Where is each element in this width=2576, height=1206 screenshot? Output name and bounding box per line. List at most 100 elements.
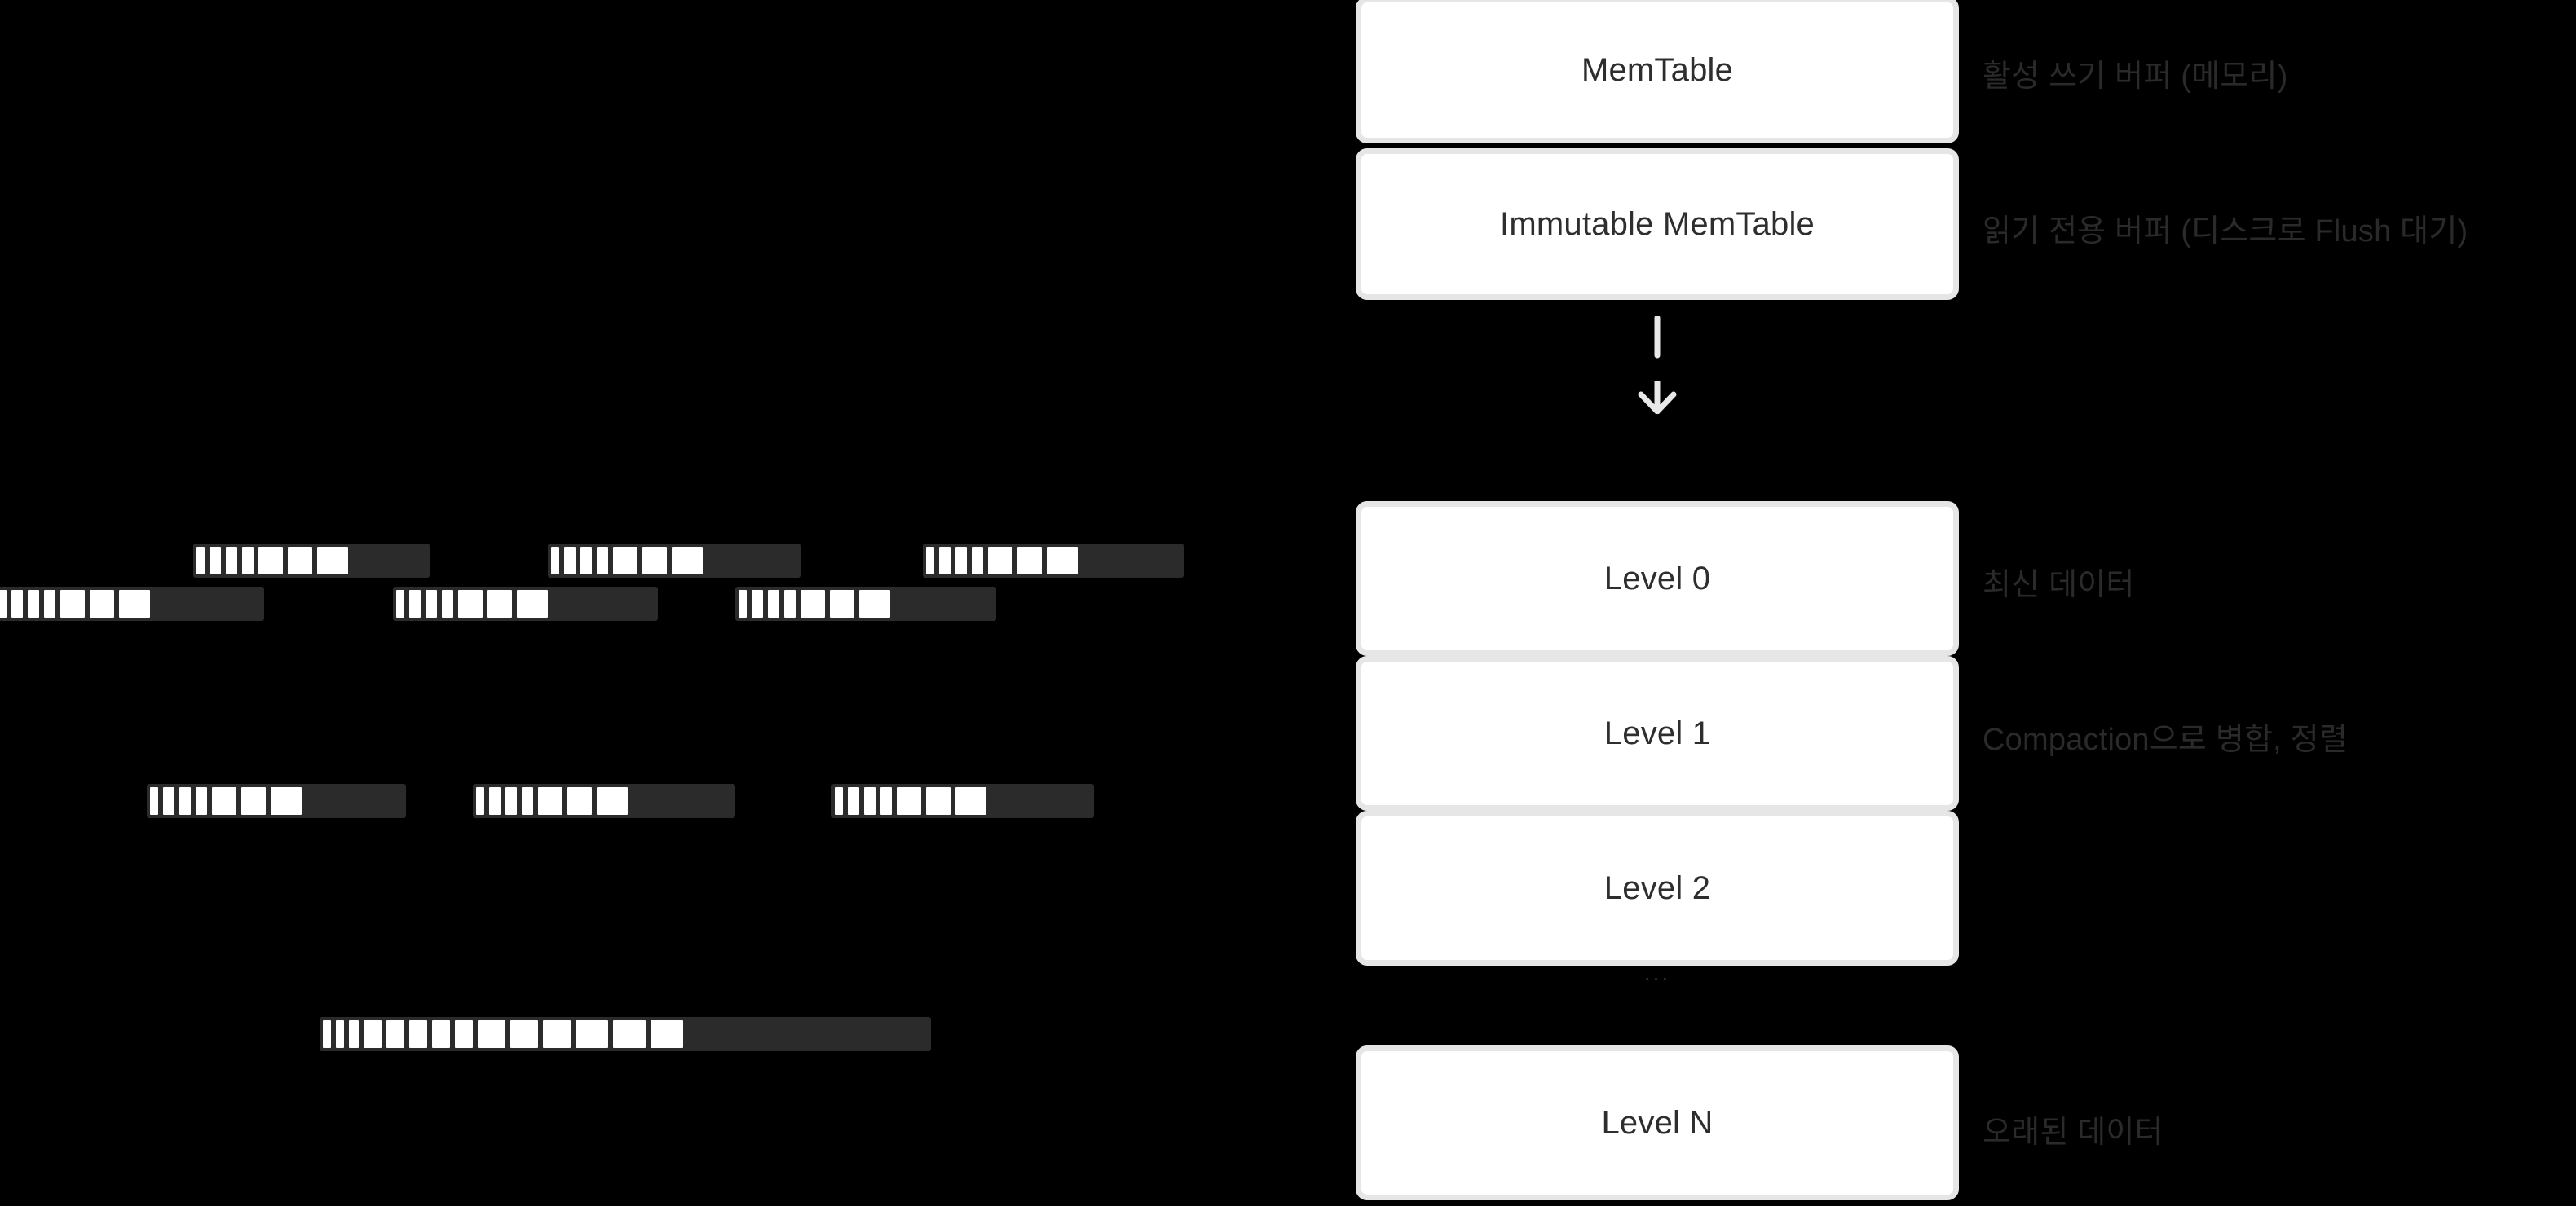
- sstable-block: [11, 590, 23, 618]
- sstable-bar: [831, 784, 1094, 818]
- sstable-block: [926, 547, 934, 574]
- sstable-block: [538, 787, 562, 815]
- sstable-block: [672, 547, 703, 574]
- sstable-block: [597, 787, 628, 815]
- lsm-box-level-1-label: Level 1: [1603, 715, 1711, 751]
- sstable-block: [522, 787, 533, 815]
- sstable-block: [476, 787, 484, 815]
- sstable-block: [955, 547, 967, 574]
- sstable-block: [768, 590, 779, 618]
- sstable-block: [210, 547, 221, 574]
- sstable-block: [988, 547, 1012, 574]
- sstable-block: [323, 1020, 331, 1048]
- sstable-block: [196, 787, 207, 815]
- sstable-block: [489, 787, 501, 815]
- sstable-block: [0, 590, 7, 618]
- sstable-block: [597, 547, 608, 574]
- sstable-block: [801, 590, 825, 618]
- sstable-block: [196, 547, 205, 574]
- sstable-block: [163, 787, 174, 815]
- sstable-block: [939, 547, 951, 574]
- sstable-block: [897, 787, 921, 815]
- sstable-block: [426, 590, 437, 618]
- sstable-block: [567, 787, 592, 815]
- sstable-block: [317, 547, 348, 574]
- flush-down-arrow-icon: [1638, 316, 1677, 414]
- sstable-bar: [393, 587, 658, 621]
- lsm-box-memtable-label: MemTable: [1581, 51, 1734, 88]
- sstable-block: [458, 590, 483, 618]
- sstable-block: [1047, 547, 1078, 574]
- sstable-block: [241, 787, 266, 815]
- lsm-box-immutable-memtable-label: Immutable MemTable: [1500, 205, 1815, 242]
- sstable-block: [258, 547, 283, 574]
- lsm-box-level-2[interactable]: Level 2: [1356, 811, 1959, 966]
- sstable-block: [212, 787, 236, 815]
- sstable-block: [44, 590, 55, 618]
- annotation-immutable-memtable: 읽기 전용 버퍼 (디스크로 Flush 대기): [1983, 214, 2468, 249]
- lsm-box-level-1[interactable]: Level 1: [1356, 656, 1959, 811]
- sstable-block: [580, 547, 592, 574]
- sstable-block: [409, 590, 421, 618]
- sstable-block: [972, 547, 983, 574]
- annotation-memtable: 활성 쓰기 버퍼 (메모리): [1983, 59, 2288, 94]
- sstable-block: [576, 1020, 608, 1048]
- sstable-field: [0, 0, 1223, 1206]
- lsm-box-immutable-memtable[interactable]: Immutable MemTable: [1356, 148, 1959, 300]
- sstable-block: [271, 787, 302, 815]
- sstable-block: [226, 547, 237, 574]
- annotation-level-1: Compaction으로 병합, 정렬: [1983, 723, 2348, 757]
- sstable-block: [859, 590, 890, 618]
- lsm-box-level-0[interactable]: Level 0: [1356, 501, 1959, 656]
- sstable-block: [830, 590, 854, 618]
- sstable-block: [179, 787, 191, 815]
- lsm-box-level-n-label: Level N: [1601, 1104, 1714, 1141]
- sstable-block: [835, 787, 843, 815]
- sstable-block: [739, 590, 747, 618]
- sstable-block: [119, 590, 150, 618]
- sstable-block: [551, 547, 559, 574]
- sstable-block: [364, 1020, 382, 1048]
- sstable-block: [60, 590, 85, 618]
- sstable-block: [752, 590, 763, 618]
- level-ellipsis: ...: [1643, 960, 1671, 985]
- sstable-block: [880, 787, 892, 815]
- sstable-bar: [193, 544, 430, 578]
- sstable-block: [1017, 547, 1042, 574]
- sstable-block: [517, 590, 548, 618]
- lsm-box-memtable[interactable]: MemTable: [1356, 0, 1959, 143]
- sstable-block: [510, 1020, 538, 1048]
- sstable-bar: [923, 544, 1184, 578]
- sstable-block: [150, 787, 158, 815]
- lsm-box-level-n[interactable]: Level N: [1356, 1045, 1959, 1200]
- sstable-bar: [0, 587, 264, 621]
- lsm-box-level-2-label: Level 2: [1603, 869, 1711, 906]
- sstable-bar: [735, 587, 996, 621]
- sstable-block: [242, 547, 254, 574]
- sstable-bar: [548, 544, 801, 578]
- annotation-level-0: 최신 데이터: [1983, 568, 2135, 602]
- sstable-block: [288, 547, 312, 574]
- sstable-block: [864, 787, 876, 815]
- sstable-block: [432, 1020, 450, 1048]
- annotation-level-n: 오래된 데이터: [1983, 1116, 2164, 1150]
- sstable-block: [396, 590, 404, 618]
- lsm-stack: MemTable Immutable MemTable Level 0 Leve…: [1356, 0, 1959, 1206]
- sstable-block: [642, 547, 667, 574]
- sstable-bar: [473, 784, 735, 818]
- sstable-block: [442, 590, 453, 618]
- sstable-block: [505, 787, 517, 815]
- sstable-bar: [147, 784, 406, 818]
- sstable-block: [28, 590, 39, 618]
- sstable-block: [848, 787, 859, 815]
- lsm-box-level-0-label: Level 0: [1603, 560, 1711, 596]
- sstable-block: [409, 1020, 427, 1048]
- sstable-block: [478, 1020, 505, 1048]
- sstable-block: [90, 590, 114, 618]
- sstable-block: [955, 787, 986, 815]
- sstable-block: [349, 1020, 359, 1048]
- sstable-block: [455, 1020, 473, 1048]
- sstable-block: [784, 590, 796, 618]
- sstable-block: [487, 590, 512, 618]
